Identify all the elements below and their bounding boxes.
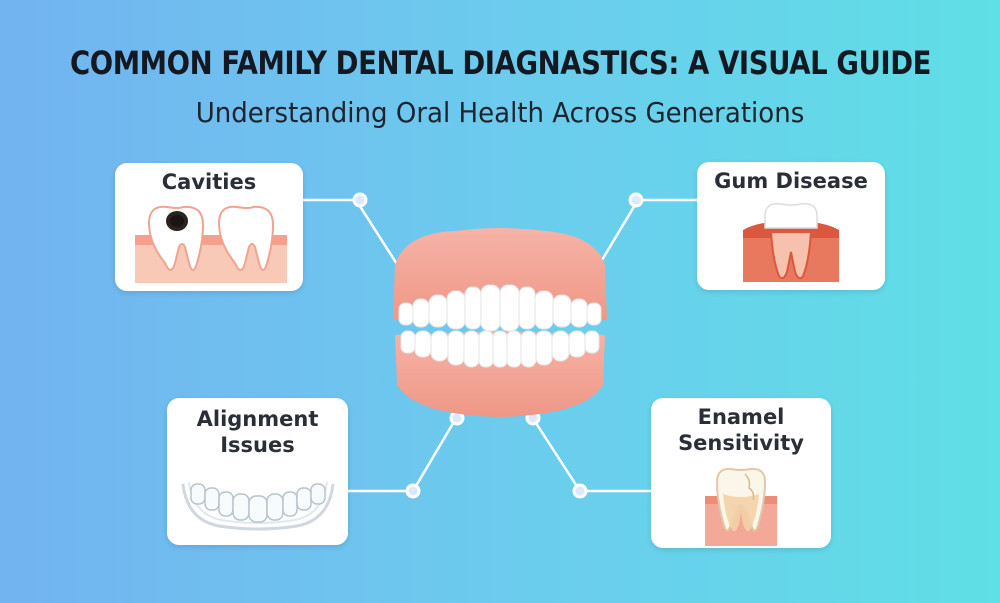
alignment-label-line2: Issues <box>220 433 295 457</box>
connector-node <box>572 483 588 499</box>
aligner-tray-icon <box>181 481 335 531</box>
connector-node <box>405 483 421 499</box>
alignment-label-line1: Alignment <box>196 407 319 431</box>
enamel-label-line1: Enamel <box>697 405 785 429</box>
gum-disease-tooth-icon <box>743 203 839 282</box>
cavities-label: Cavities <box>161 170 257 194</box>
gum-disease-label: Gum Disease <box>714 169 868 193</box>
gum-disease-card: Gum Disease <box>697 162 885 290</box>
enamel-label-line2: Sensitivity <box>678 431 804 455</box>
connector-enamel <box>532 419 651 493</box>
enamel-sensitivity-card: Enamel Sensitivity <box>651 398 831 548</box>
connector-node <box>628 192 644 208</box>
alignment-issues-card: Alignment Issues <box>167 398 348 545</box>
page-subtitle: Understanding Oral Health Across Generat… <box>195 96 805 129</box>
cavity-tooth-icon <box>135 205 287 283</box>
page-title: COMMON FAMILY DENTAL DIAGNASTICS: A VISU… <box>70 44 931 82</box>
sensitive-tooth-icon <box>705 467 777 546</box>
cavities-card: Cavities <box>115 163 303 291</box>
connector-alignment <box>348 419 457 493</box>
connector-node <box>352 192 368 208</box>
denture-model-icon <box>393 228 607 417</box>
